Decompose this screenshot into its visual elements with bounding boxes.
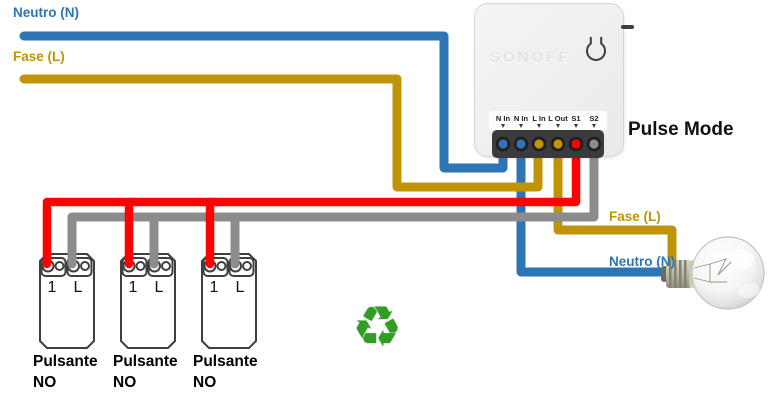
switch2-caption-line2: NO (113, 374, 137, 391)
recycle-icon: ♻ (352, 295, 403, 360)
terminal-label-nin1: N In (495, 114, 511, 123)
wire-s1-bus (42, 142, 581, 269)
power-icon (586, 36, 606, 61)
switch1-caption-line2: NO (33, 374, 57, 391)
switch2-terminal-l: L (154, 279, 164, 296)
switch3-terminal-l: L (235, 279, 245, 296)
terminal-arrow-icon (574, 124, 578, 128)
terminal-label-s2: S2 (589, 114, 599, 123)
light-bulb-icon (661, 236, 765, 310)
wire-neutral-in (19, 31, 508, 173)
terminal-arrow-icon (501, 124, 505, 128)
switch3-terminal-1: 1 (209, 279, 219, 296)
switch2-terminal-1: 1 (128, 279, 138, 296)
label-phase-in: Fase (L) (13, 49, 65, 64)
terminal-arrow-icon (537, 124, 541, 128)
label-neutral-out: Neutro (N) (609, 254, 675, 269)
terminal-arrow-icon (519, 124, 523, 128)
switch2-caption-line1: Pulsante (113, 353, 178, 370)
label-neutral-in: Neutro (N) (13, 5, 79, 20)
switch3-caption: Pulsante NO (193, 351, 258, 393)
terminal-label-nin2: N In (513, 114, 529, 123)
sonoff-logo: SONOFF (490, 49, 571, 66)
terminal-label-lout: L Out (548, 114, 568, 123)
wire-phase-to-bulb (553, 142, 677, 268)
terminal-arrow-icon (556, 124, 560, 128)
terminal-label-s1: S1 (571, 114, 581, 123)
wire-s2-bus (67, 142, 599, 269)
switch1-caption: Pulsante NO (33, 351, 98, 393)
antenna-icon (621, 25, 634, 29)
switch3-caption-line1: Pulsante (193, 353, 258, 370)
switch3-caption-line2: NO (193, 374, 217, 391)
switch1-terminal-1: 1 (47, 279, 57, 296)
label-phase-out: Fase (L) (609, 209, 661, 224)
switch1-terminal-l: L (73, 279, 83, 296)
label-pulse-mode: Pulse Mode (628, 119, 734, 140)
switch2-caption: Pulsante NO (113, 351, 178, 393)
switch1-caption-line1: Pulsante (33, 353, 98, 370)
terminal-arrow-icon (592, 124, 596, 128)
wire-phase-in (19, 74, 543, 192)
filament (693, 258, 733, 283)
terminal-label-lin: L In (532, 114, 546, 123)
